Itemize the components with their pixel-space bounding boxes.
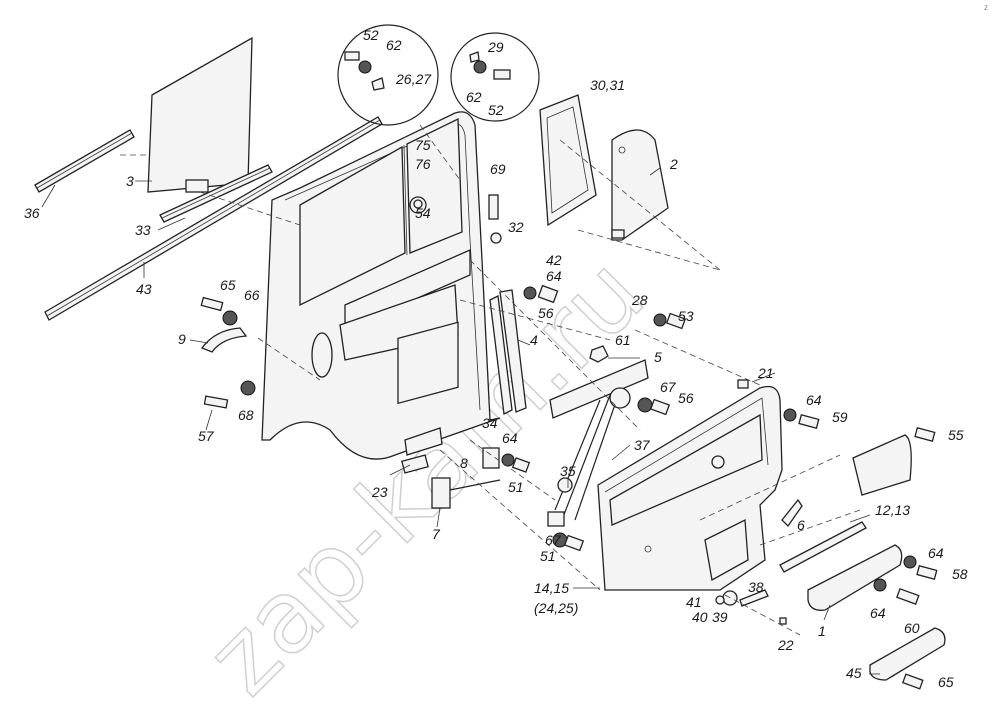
label-54: 54 (415, 205, 431, 221)
label-6: 6 (797, 517, 805, 533)
fasteners (200, 199, 938, 690)
label-43: 43 (136, 281, 152, 297)
label-35: 35 (560, 463, 576, 479)
handle-9 (200, 327, 248, 353)
label-1: 1 (818, 623, 826, 639)
label-7: 7 (432, 526, 441, 542)
label-9: 9 (178, 331, 186, 347)
label-55: 55 (948, 427, 964, 443)
quarter-window-frame (539, 94, 597, 227)
label-56: 56 (678, 390, 694, 406)
inner-trim-panel (597, 385, 783, 591)
label-75: 75 (415, 137, 431, 153)
label-68: 68 (238, 407, 254, 423)
glass-seal-36 (34, 129, 135, 193)
label-23: 23 (371, 484, 388, 500)
label-56: 56 (538, 305, 554, 321)
trim-strip-12-13 (779, 521, 867, 573)
label-4: 4 (530, 332, 538, 348)
label-24-25: (24,25) (534, 600, 578, 616)
label-69: 69 (490, 161, 506, 177)
door-shell (261, 111, 501, 460)
callout-labels: 52 62 26,27 29 62 52 30,31 2 75 76 69 54… (24, 27, 968, 690)
assembly-lines (120, 124, 861, 636)
part-6 (781, 498, 803, 528)
glass-seal-33 (159, 164, 273, 223)
label-65: 65 (938, 674, 954, 690)
armrest-1 (807, 544, 903, 611)
label-22: 22 (777, 637, 794, 653)
label-8: 8 (460, 455, 468, 471)
label-64: 64 (502, 430, 518, 446)
label-67: 67 (660, 379, 677, 395)
guide-rail (489, 289, 527, 415)
label-59: 59 (832, 409, 848, 425)
label-34: 34 (482, 415, 498, 431)
label-26-27: 26,27 (395, 71, 432, 87)
label-64: 64 (806, 392, 822, 408)
part-40 (715, 595, 725, 605)
label-32: 32 (508, 219, 524, 235)
quarter-panel-2 (611, 129, 669, 241)
detail-circle-left (337, 24, 439, 126)
part-23 (401, 454, 429, 474)
label-67: 67 (545, 532, 562, 548)
label-62: 62 (466, 89, 482, 105)
label-28: 28 (631, 292, 648, 308)
label-12-13: 12,13 (875, 502, 910, 518)
door-glass (147, 36, 253, 193)
label-5: 5 (654, 349, 662, 365)
label-64: 64 (870, 605, 886, 621)
label-42: 42 (546, 252, 562, 268)
inside-handle-38 (739, 589, 769, 607)
label-64: 64 (928, 545, 944, 561)
long-seal-43 (44, 116, 383, 321)
label-52: 52 (363, 27, 379, 43)
label-41: 41 (686, 594, 702, 610)
leader-lines (41, 167, 880, 675)
label-57: 57 (198, 428, 215, 444)
pin-69 (488, 194, 499, 220)
lock-mechanism-7 (431, 447, 501, 509)
label-38: 38 (748, 579, 764, 595)
label-52: 52 (488, 102, 504, 118)
handle-45 (869, 627, 946, 681)
armrest-cap-55 (852, 434, 912, 496)
label-51: 51 (508, 479, 524, 495)
label-45: 45 (846, 665, 862, 681)
label-2: 2 (669, 156, 678, 172)
label-58: 58 (952, 566, 968, 582)
corner-mark: z (984, 3, 988, 12)
label-64: 64 (546, 268, 562, 284)
label-14-15: 14,15 (534, 580, 569, 596)
label-76: 76 (415, 156, 431, 172)
label-39: 39 (712, 609, 728, 625)
label-21: 21 (757, 365, 774, 381)
label-61: 61 (615, 332, 631, 348)
label-66: 66 (244, 287, 260, 303)
label-65: 65 (220, 277, 236, 293)
label-30-31: 30,31 (590, 77, 625, 93)
label-29: 29 (487, 39, 504, 55)
label-62: 62 (386, 37, 402, 53)
label-33: 33 (135, 222, 151, 238)
label-36: 36 (24, 205, 40, 221)
label-51: 51 (540, 548, 556, 564)
label-40: 40 (692, 609, 708, 625)
label-60: 60 (904, 620, 920, 636)
label-37: 37 (634, 437, 651, 453)
label-3: 3 (126, 173, 134, 189)
label-53: 53 (678, 308, 694, 324)
part-32 (490, 232, 502, 244)
detail-circle-right (450, 32, 540, 122)
